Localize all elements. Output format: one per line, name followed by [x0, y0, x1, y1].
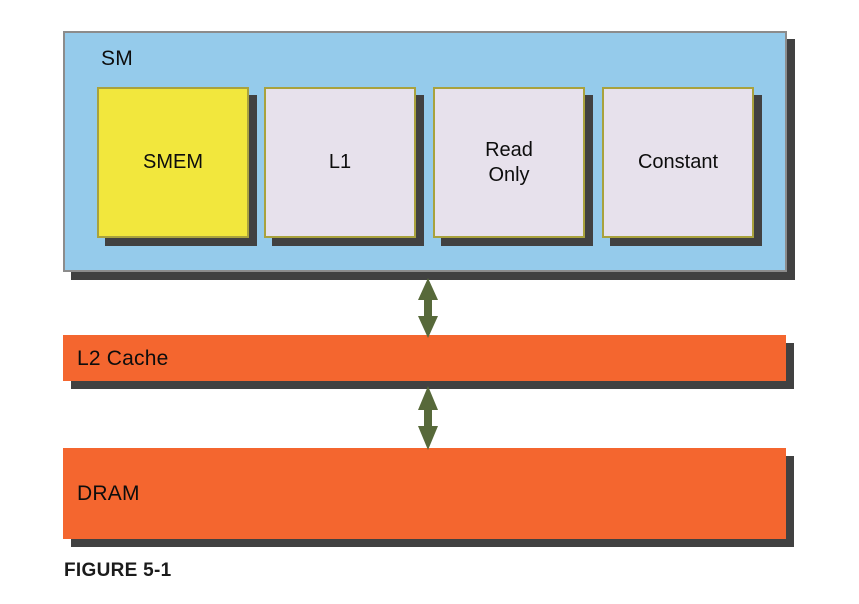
smem-box-label: SMEM [143, 151, 203, 173]
sm-to-l2-arrow [411, 278, 445, 338]
l2-cache-bar: L2 Cache [63, 335, 786, 381]
constant-box-label: Constant [637, 151, 719, 173]
l1-box-label: L1 [328, 151, 352, 173]
l2-cache-bar-label: L2 Cache [77, 346, 169, 370]
smem-box: SMEM [97, 87, 249, 238]
dram-bar: DRAM [63, 448, 786, 539]
constant-box: Constant [602, 87, 754, 238]
l2-to-dram-arrow [411, 386, 445, 450]
sm-label: SM [101, 47, 133, 70]
figure-caption: FIGURE 5-1 [64, 560, 172, 581]
dram-bar-label: DRAM [77, 482, 140, 505]
l1-box: L1 [264, 87, 416, 238]
